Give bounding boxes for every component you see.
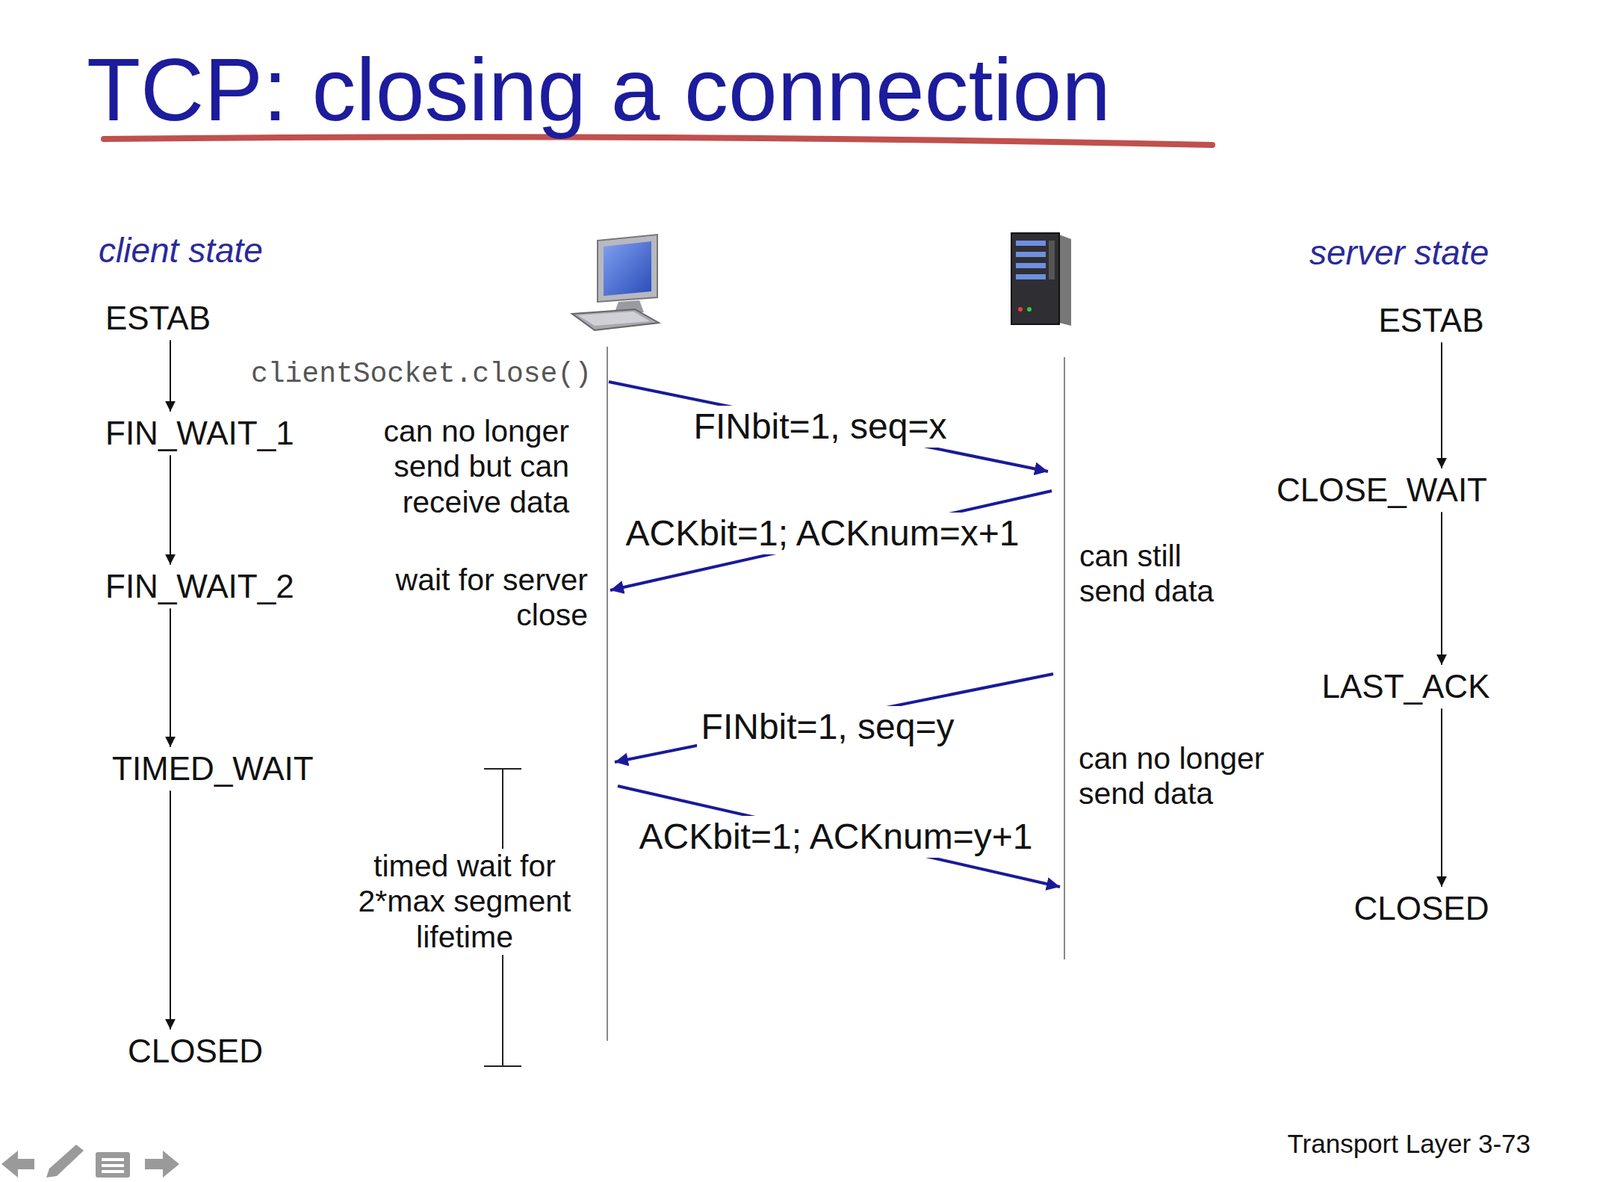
status-light <box>1027 307 1032 312</box>
nav-back <box>1 1150 35 1178</box>
status-light <box>1018 307 1023 312</box>
segment-label: ACKbit=1; ACKnum=y+1 <box>634 815 1038 857</box>
state-label: ESTAB <box>1378 301 1484 339</box>
state-label: FIN_WAIT_2 <box>105 567 295 605</box>
timer-note: timed wait for 2*max segment lifetime <box>344 848 585 954</box>
drive-bay <box>1015 240 1046 246</box>
state-name: LAST_ACK <box>1317 664 1495 709</box>
message-arrow <box>614 673 1054 762</box>
column-heading: client state <box>98 230 263 271</box>
state-name: TIMED_WAIT <box>107 746 319 792</box>
nav-forward <box>144 1150 180 1178</box>
state-transition-arrow <box>169 339 172 411</box>
bracket-tick <box>484 767 522 770</box>
keyboard <box>572 309 659 331</box>
state-transition-arrow <box>169 454 172 564</box>
monitor-screen <box>603 241 652 296</box>
server-icon <box>1011 233 1072 326</box>
state-name: CLOSED <box>1349 886 1494 931</box>
state-name: ESTAB <box>100 296 216 341</box>
slide-footer: Transport Layer 3-73 <box>1287 1128 1531 1159</box>
column-heading: server state <box>1309 233 1489 273</box>
segment-label: FINbit=1, seq=y <box>696 705 960 747</box>
server-side <box>1059 234 1072 326</box>
keyboard-keys <box>578 311 650 326</box>
state-transition-arrow <box>169 608 172 747</box>
state-name: CLOSED <box>123 1029 268 1074</box>
message-arrow <box>608 381 1048 472</box>
nav-menu-line <box>101 1163 124 1167</box>
title-underline <box>103 136 1213 145</box>
state-name: FIN_WAIT_2 <box>100 564 299 609</box>
nav-menu <box>95 1151 130 1178</box>
state-label: LAST_ACK <box>1322 667 1491 705</box>
server-panel <box>1048 240 1055 280</box>
segment-label: ACKbit=1; ACKnum=x+1 <box>621 512 1025 554</box>
server-front <box>1011 233 1060 325</box>
state-label: ESTAB <box>105 299 211 337</box>
state-name: CLOSE_WAIT <box>1272 468 1492 513</box>
state-label: CLOSE_WAIT <box>1276 471 1488 508</box>
message-arrow <box>610 490 1052 591</box>
slide-title: TCP: closing a connection <box>86 45 1111 134</box>
server-timeline <box>1063 357 1066 960</box>
state-transition-arrow <box>1440 342 1443 468</box>
state-name: FIN_WAIT_1 <box>100 411 299 456</box>
state-label: TIMED_WAIT <box>112 749 314 787</box>
state-transition-arrow <box>169 790 172 1029</box>
code-call: clientSocket.close() <box>250 357 592 391</box>
state-name: ESTAB <box>1373 298 1488 343</box>
nav-menu-line <box>101 1169 124 1173</box>
state-transition-arrow <box>1440 708 1443 886</box>
state-note: can no longer send data <box>1078 740 1288 812</box>
drive-bay <box>1015 274 1046 280</box>
computer-icon <box>572 234 659 331</box>
bracket-tick <box>484 1065 522 1067</box>
slide-nav <box>1 1144 180 1178</box>
state-label: CLOSED <box>127 1032 263 1069</box>
state-label: FIN_WAIT_1 <box>105 414 295 452</box>
drive-bay <box>1015 262 1046 269</box>
state-label: CLOSED <box>1354 889 1490 927</box>
state-note: can no longer send but can receive data <box>360 413 570 520</box>
segment-label: FINbit=1, seq=x <box>689 405 952 447</box>
state-note: wait for server close <box>371 562 588 633</box>
message-arrow <box>617 785 1060 887</box>
monitor-bezel <box>597 234 658 302</box>
state-note: can still send data <box>1079 538 1237 609</box>
client-timeline <box>606 346 609 1041</box>
nav-pen <box>46 1144 84 1178</box>
state-transition-arrow <box>1440 511 1443 665</box>
drive-bay <box>1015 251 1046 257</box>
nav-menu-line <box>101 1157 124 1161</box>
